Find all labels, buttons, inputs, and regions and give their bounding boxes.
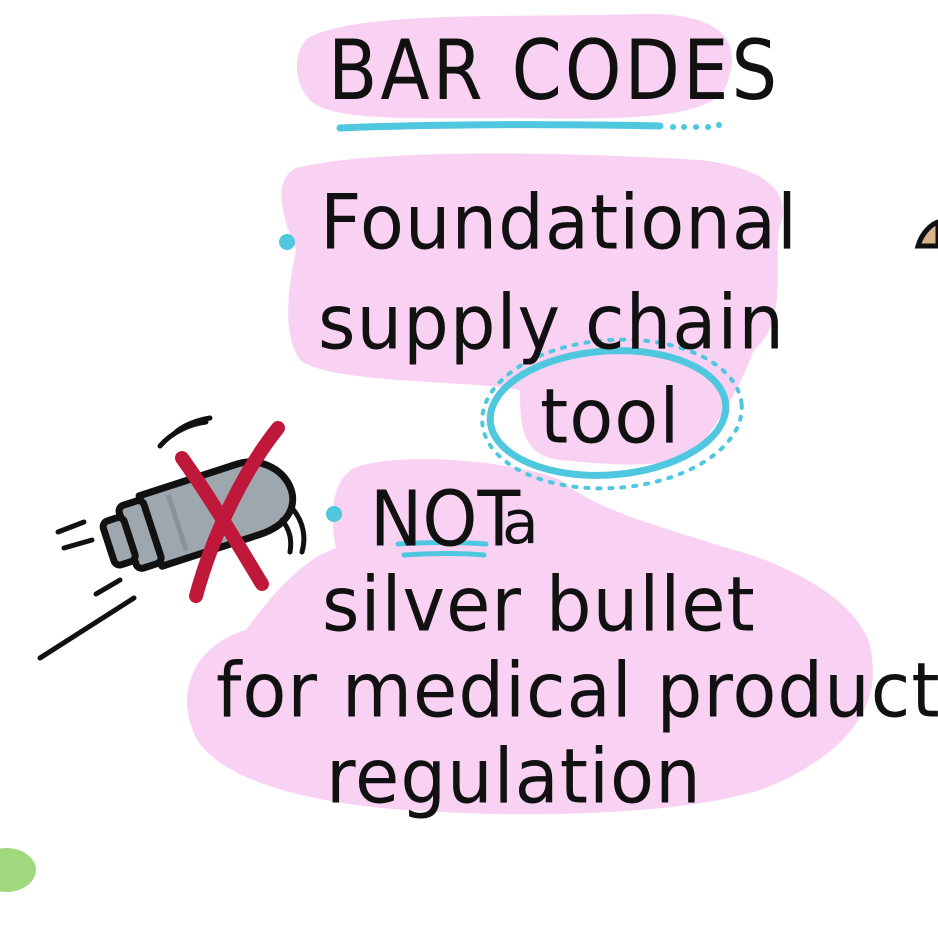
not-underline [395, 540, 489, 547]
bullet-2-highlight [186, 459, 874, 815]
motion-lines [37, 415, 307, 661]
bullet-1-line-3: tool [540, 372, 681, 461]
edge-green-smudge [0, 848, 36, 892]
bullet-2-line-1: silver bullet [322, 560, 756, 649]
crossed-out-mark-icon [175, 421, 285, 603]
title-underline [336, 121, 664, 132]
title-highlight [296, 13, 732, 119]
not-underline [401, 551, 487, 558]
bullet-point-icon [279, 234, 295, 250]
bullet-1-line-1: Foundational [320, 178, 799, 267]
bullet-point-icon [326, 506, 342, 522]
tool-circle-outer [480, 337, 744, 491]
bullet-2-connector: a [502, 488, 540, 558]
bullet-2-emphasis: NOT [370, 474, 521, 565]
title-underline-dots [670, 122, 722, 130]
bullet-icon [99, 458, 297, 572]
bullet-1-highlight [281, 153, 784, 465]
bullet-2-line-3: regulation [326, 732, 702, 821]
page-title: BAR CODES [328, 22, 781, 119]
tool-circle [486, 347, 730, 479]
bullet-1-line-2: supply chain [318, 278, 786, 367]
edge-sketch-fragment [914, 219, 938, 249]
bullet-2-line-2: for medical product [216, 646, 938, 735]
